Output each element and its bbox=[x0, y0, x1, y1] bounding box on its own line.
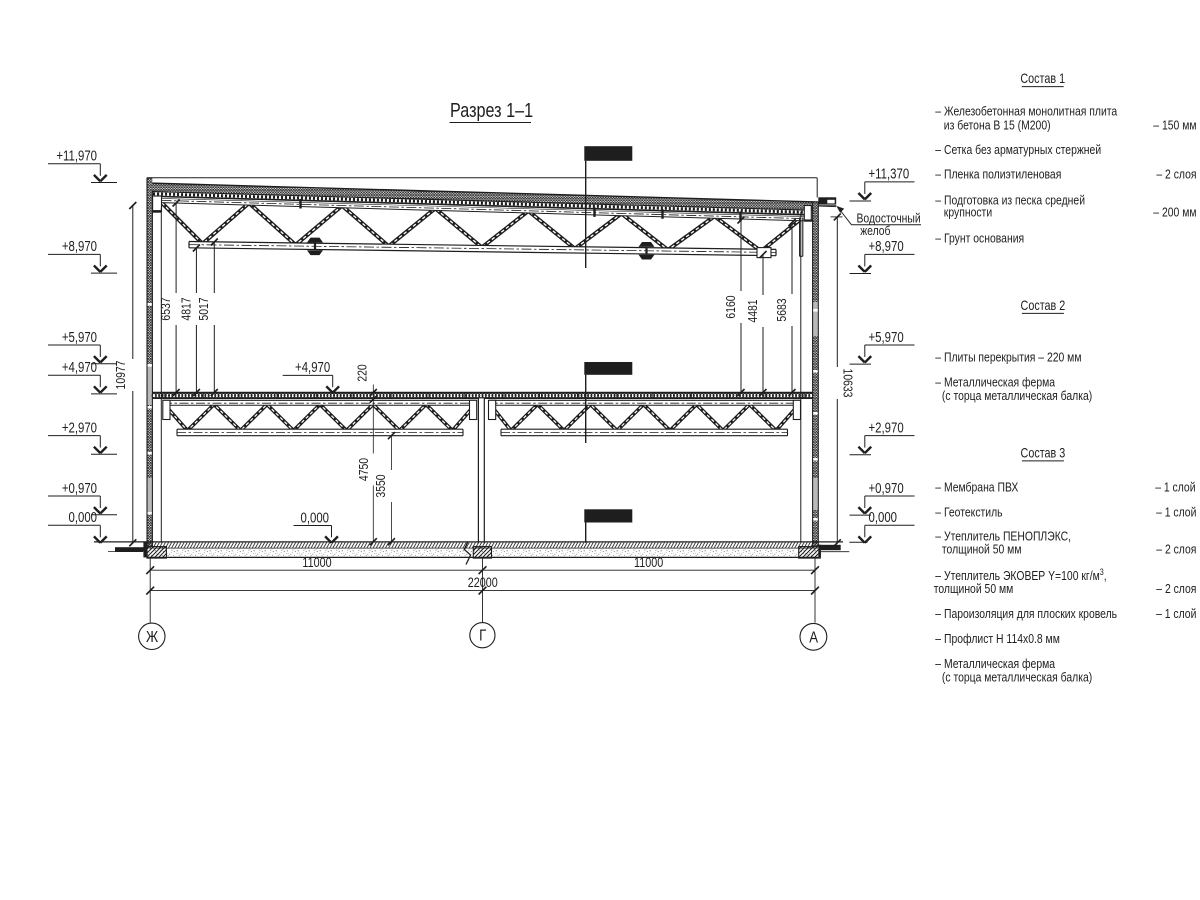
svg-text:5017: 5017 bbox=[197, 297, 211, 320]
svg-text:4481: 4481 bbox=[746, 299, 760, 322]
svg-text:А: А bbox=[809, 629, 818, 646]
svg-text:+11,970: +11,970 bbox=[56, 147, 97, 164]
svg-text:(с торца металлическая балка): (с торца металлическая балка) bbox=[942, 389, 1092, 403]
svg-text:– Пароизоляция для плоских кро: – Пароизоляция для плоских кровель bbox=[935, 607, 1117, 621]
svg-text:Разрез 1–1: Разрез 1–1 bbox=[450, 99, 533, 121]
svg-text:+0,970: +0,970 bbox=[62, 479, 97, 496]
svg-text:толщиной 50 мм: толщиной 50 мм bbox=[942, 543, 1022, 557]
svg-text:– Железобетонная монолитная п: – Железобетонная монолитная плита bbox=[935, 104, 1117, 118]
svg-text:– Металлическая ферма: – Металлическая ферма bbox=[935, 375, 1055, 389]
svg-text:– Мембрана ПВХ: – Мембрана ПВХ bbox=[935, 481, 1018, 495]
svg-text:220: 220 bbox=[356, 364, 370, 382]
svg-text:11000: 11000 bbox=[302, 555, 331, 570]
svg-text:22000: 22000 bbox=[468, 575, 498, 590]
svg-text:крупности: крупности bbox=[944, 206, 992, 220]
svg-text:Ж: Ж bbox=[146, 629, 159, 646]
svg-text:4750: 4750 bbox=[357, 458, 371, 482]
svg-text:+8,970: +8,970 bbox=[62, 238, 97, 255]
svg-text:Состав 3: Состав 3 bbox=[1021, 445, 1066, 460]
svg-text:+5,970: +5,970 bbox=[62, 328, 97, 345]
svg-text:– 1 слой: – 1 слой bbox=[1156, 506, 1196, 520]
svg-text:– Утеплитель ПЕНОПЛЭКС,: – Утеплитель ПЕНОПЛЭКС, bbox=[935, 529, 1071, 543]
svg-text:10977: 10977 bbox=[114, 361, 128, 390]
svg-text:– Подготовка из песка средней: – Подготовка из песка средней bbox=[935, 193, 1085, 207]
svg-text:+2,970: +2,970 bbox=[62, 419, 97, 436]
svg-text:– 2 слоя: – 2 слоя bbox=[1156, 582, 1196, 596]
svg-text:11000: 11000 bbox=[634, 555, 663, 570]
svg-text:10633: 10633 bbox=[840, 369, 854, 398]
svg-text:+4,970: +4,970 bbox=[295, 359, 330, 376]
svg-text:– Утеплитель ЭКОВЕР Y=100 кг/м: – Утеплитель ЭКОВЕР Y=100 кг/м3, bbox=[935, 567, 1106, 583]
svg-text:толщиной 50 мм: толщиной 50 мм bbox=[934, 582, 1014, 596]
svg-text:Водосточный: Водосточный bbox=[857, 212, 921, 226]
svg-text:0,000: 0,000 bbox=[68, 509, 97, 526]
svg-text:6160: 6160 bbox=[724, 295, 738, 319]
svg-text:0,000: 0,000 bbox=[300, 509, 329, 526]
svg-text:из бетона В 15 (М200): из бетона В 15 (М200) bbox=[944, 118, 1051, 132]
svg-text:– 1 слой: – 1 слой bbox=[1156, 607, 1196, 621]
svg-text:Состав 1: Состав 1 bbox=[1020, 71, 1065, 86]
svg-text:– Профлист Н 114х0.8 мм: – Профлист Н 114х0.8 мм bbox=[935, 632, 1060, 646]
svg-text:– Сетка без арматурных стержне: – Сетка без арматурных стержней bbox=[935, 143, 1101, 157]
svg-text:– 200 мм: – 200 мм bbox=[1153, 206, 1196, 220]
svg-text:Состав 2: Состав 2 bbox=[1021, 298, 1066, 313]
svg-text:3550: 3550 bbox=[374, 474, 388, 498]
svg-text:+2,970: +2,970 bbox=[869, 419, 904, 436]
svg-text:+4,970: +4,970 bbox=[62, 358, 97, 375]
svg-text:+11,370: +11,370 bbox=[869, 165, 910, 182]
svg-text:– 150 мм: – 150 мм bbox=[1153, 118, 1196, 132]
svg-text:– 2 слоя: – 2 слоя bbox=[1156, 167, 1196, 181]
svg-text:– 2 слоя: – 2 слоя bbox=[1156, 543, 1196, 557]
svg-text:Г: Г bbox=[479, 628, 486, 645]
svg-text:4817: 4817 bbox=[179, 297, 193, 320]
svg-text:– Плиты перекрытия – 220 мм: – Плиты перекрытия – 220 мм bbox=[935, 350, 1081, 364]
svg-text:– Пленка полиэтиленовая: – Пленка полиэтиленовая bbox=[935, 167, 1061, 181]
svg-text:желоб: желоб bbox=[860, 224, 891, 238]
svg-text:– Металлическая ферма: – Металлическая ферма bbox=[935, 657, 1055, 671]
svg-text:+8,970: +8,970 bbox=[869, 238, 904, 255]
svg-text:– 1 слой: – 1 слой bbox=[1155, 481, 1195, 495]
svg-text:0,000: 0,000 bbox=[869, 509, 898, 526]
svg-text:– Грунт основания: – Грунт основания bbox=[935, 231, 1024, 245]
svg-text:+5,970: +5,970 bbox=[869, 328, 904, 345]
svg-text:5683: 5683 bbox=[775, 298, 789, 322]
svg-text:(с торца металлическая балка): (с торца металлическая балка) bbox=[942, 670, 1092, 684]
svg-text:– Геотекстиль: – Геотекстиль bbox=[935, 506, 1002, 520]
svg-text:6537: 6537 bbox=[159, 297, 173, 320]
svg-text:+0,970: +0,970 bbox=[869, 479, 904, 496]
